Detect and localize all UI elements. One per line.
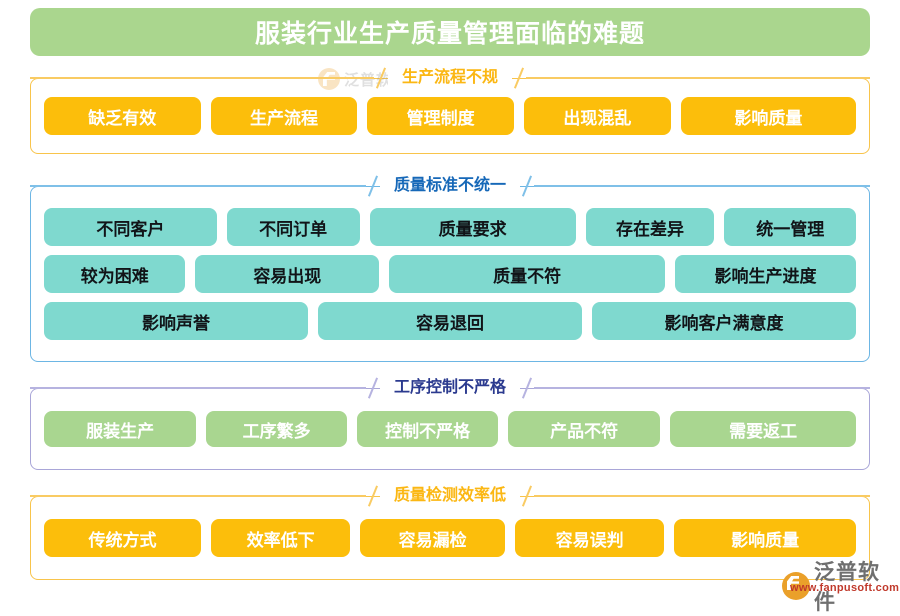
section-1-header: 生产流程不规 xyxy=(30,66,871,90)
section-3-header: 工序控制不严格 xyxy=(30,376,871,400)
pill-row: 不同客户不同订单质量要求存在差异统一管理 xyxy=(30,208,870,246)
keyword-pill[interactable]: 需要返工 xyxy=(670,411,856,447)
keyword-pill[interactable]: 容易误判 xyxy=(514,519,665,557)
pill-row: 较为困难容易出现质量不符影响生产进度 xyxy=(30,255,870,293)
keyword-pill[interactable]: 缺乏有效 xyxy=(44,97,201,135)
keyword-pill[interactable]: 容易退回 xyxy=(318,302,582,340)
slash-right-icon xyxy=(512,67,526,89)
keyword-pill[interactable]: 质量要求 xyxy=(369,208,576,246)
keyword-pill[interactable]: 产品不符 xyxy=(508,411,661,447)
brand-watermark-url: www.fanpusoft.com xyxy=(790,582,900,594)
keyword-pill[interactable]: 存在差异 xyxy=(585,208,715,246)
keyword-pill[interactable]: 影响生产进度 xyxy=(674,255,856,293)
keyword-pill[interactable]: 控制不严格 xyxy=(357,411,499,447)
keyword-pill[interactable]: 质量不符 xyxy=(389,255,665,293)
slash-left-icon xyxy=(366,377,380,399)
section-2: 质量标准不统一不同客户不同订单质量要求存在差异统一管理较为困难容易出现质量不符影… xyxy=(30,174,871,362)
rule-right xyxy=(534,495,871,497)
keyword-pill[interactable]: 影响质量 xyxy=(680,97,857,135)
keyword-pill[interactable]: 影响客户满意度 xyxy=(592,302,856,340)
keyword-pill[interactable]: 生产流程 xyxy=(210,97,358,135)
keyword-pill[interactable]: 出现混乱 xyxy=(523,97,671,135)
section-4-header: 质量检测效率低 xyxy=(30,484,871,508)
pill-row: 传统方式效率低下容易漏检容易误判影响质量 xyxy=(30,519,870,557)
infographic-canvas: 服装行业生产质量管理面临的难题 生产流程不规缺乏有效生产流程管理制度出现混乱影响… xyxy=(0,0,900,600)
keyword-pill[interactable]: 传统方式 xyxy=(44,519,202,557)
keyword-pill[interactable]: 工序繁多 xyxy=(206,411,348,447)
rule-right xyxy=(526,77,871,79)
pill-row: 服装生产工序繁多控制不严格产品不符需要返工 xyxy=(30,411,870,447)
slash-left-icon xyxy=(374,67,388,89)
section-3-rows: 服装生产工序繁多控制不严格产品不符需要返工 xyxy=(30,388,870,470)
section-4: 质量检测效率低传统方式效率低下容易漏检容易误判影响质量 xyxy=(30,484,871,580)
section-2-header: 质量标准不统一 xyxy=(30,174,871,198)
section-2-rows: 不同客户不同订单质量要求存在差异统一管理较为困难容易出现质量不符影响生产进度影响… xyxy=(30,186,870,362)
rule-left xyxy=(30,185,366,187)
keyword-pill[interactable]: 服装生产 xyxy=(44,411,197,447)
slash-right-icon xyxy=(520,377,534,399)
slash-right-icon xyxy=(520,485,534,507)
keyword-pill[interactable]: 管理制度 xyxy=(367,97,514,135)
section-3-title: 工序控制不严格 xyxy=(380,377,521,399)
keyword-pill[interactable]: 影响质量 xyxy=(674,519,856,557)
pill-row: 缺乏有效生产流程管理制度出现混乱影响质量 xyxy=(30,97,870,135)
section-1-title: 生产流程不规 xyxy=(388,67,513,89)
page-header: 服装行业生产质量管理面临的难题 xyxy=(30,8,870,56)
slash-left-icon xyxy=(366,175,380,197)
keyword-pill[interactable]: 不同客户 xyxy=(44,208,217,246)
rule-left xyxy=(30,387,366,389)
section-4-rows: 传统方式效率低下容易漏检容易误判影响质量 xyxy=(30,496,870,580)
keyword-pill[interactable]: 容易出现 xyxy=(195,255,380,293)
section-2-title: 质量标准不统一 xyxy=(380,175,521,197)
keyword-pill[interactable]: 容易漏检 xyxy=(360,519,505,557)
keyword-pill[interactable]: 统一管理 xyxy=(724,208,856,246)
keyword-pill[interactable]: 不同订单 xyxy=(226,208,360,246)
rule-left xyxy=(30,495,366,497)
rule-right xyxy=(534,387,871,389)
section-1: 生产流程不规缺乏有效生产流程管理制度出现混乱影响质量 xyxy=(30,66,871,154)
section-4-title: 质量检测效率低 xyxy=(380,485,521,507)
slash-right-icon xyxy=(520,175,534,197)
pill-row: 影响声誉容易退回影响客户满意度 xyxy=(30,302,870,340)
page-title: 服装行业生产质量管理面临的难题 xyxy=(254,20,645,48)
keyword-pill[interactable]: 较为困难 xyxy=(44,255,186,293)
slash-left-icon xyxy=(366,485,380,507)
section-3: 工序控制不严格服装生产工序繁多控制不严格产品不符需要返工 xyxy=(30,376,871,470)
rule-right xyxy=(534,185,871,187)
section-1-rows: 缺乏有效生产流程管理制度出现混乱影响质量 xyxy=(30,78,870,154)
keyword-pill[interactable]: 影响声誉 xyxy=(44,302,308,340)
rule-left xyxy=(30,77,374,79)
keyword-pill[interactable]: 效率低下 xyxy=(211,519,351,557)
